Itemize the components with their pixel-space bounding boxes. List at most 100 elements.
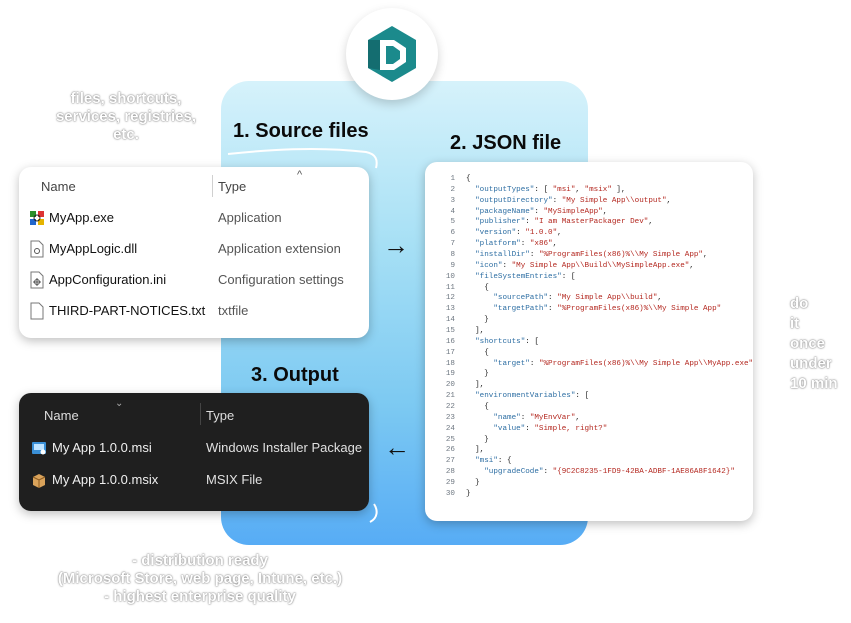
file-row[interactable]: My App 1.0.0.msi Windows Installer Packa… <box>19 433 369 463</box>
code-line[interactable]: 14 } <box>433 315 747 326</box>
code-line[interactable]: 17 { <box>433 348 747 359</box>
column-header-type[interactable]: Type <box>206 408 235 423</box>
code-view[interactable]: 1{2 "outputTypes": [ "msi", "msix" ],3 "… <box>433 174 753 515</box>
file-name: MyAppLogic.dll <box>49 241 138 256</box>
file-name: My App 1.0.0.msi <box>52 440 152 455</box>
json-editor-panel: 1{2 "outputTypes": [ "msi", "msix" ],3 "… <box>425 162 753 521</box>
column-header-name[interactable]: Name <box>44 408 79 423</box>
note-line: - distribution ready <box>132 552 268 569</box>
file-type: txtfile <box>218 303 249 318</box>
code-line[interactable]: 20 ], <box>433 380 747 391</box>
code-line[interactable]: 15 ], <box>433 326 747 337</box>
line-number: 18 <box>445 359 455 368</box>
file-row[interactable]: MyApp.exe Application <box>19 203 369 233</box>
code-text: } <box>466 489 471 498</box>
code-text: { <box>466 403 489 412</box>
code-line[interactable]: 23 "name": "MyEnvVar", <box>433 413 747 424</box>
code-line[interactable]: 3 "outputDirectory": "My Simple App\\out… <box>433 196 747 207</box>
code-text: ], <box>466 381 485 390</box>
code-line[interactable]: 28 "upgradeCode": "{9C2C8235-1FD9-42BA-A… <box>433 467 747 478</box>
code-line[interactable]: 5 "publisher": "I am MasterPackager Dev"… <box>433 217 747 228</box>
code-text: "msi": { <box>475 457 512 466</box>
column-header-type[interactable]: Type <box>218 179 247 194</box>
line-number: 15 <box>445 327 455 336</box>
code-line[interactable]: 29 } <box>433 478 747 489</box>
code-line[interactable]: 21 "environmentVariables": [ <box>433 391 747 402</box>
note-line: services, registries, <box>55 108 197 125</box>
note-line: etc. <box>113 126 139 143</box>
column-divider[interactable] <box>200 403 201 425</box>
line-number: 7 <box>450 240 455 249</box>
dll-file-icon <box>30 240 44 258</box>
code-text: "outputDirectory": "My Simple App\\outpu… <box>475 196 672 205</box>
code-line[interactable]: 16 "shortcuts": [ <box>433 337 747 348</box>
code-line[interactable]: 12 "sourcePath": "My Simple App\\build", <box>433 293 747 304</box>
file-row[interactable]: MyAppLogic.dll Application extension <box>19 234 369 264</box>
code-text: "target": "%ProgramFiles(x86)%\\My Simpl… <box>493 359 754 368</box>
file-name: MyApp.exe <box>49 210 115 225</box>
line-number: 6 <box>450 229 455 238</box>
code-line[interactable]: 24 "value": "Simple, right?" <box>433 424 747 435</box>
line-number: 28 <box>445 468 455 477</box>
file-name: My App 1.0.0.msix <box>52 472 159 487</box>
sort-chevron-down-icon[interactable]: ⌄ <box>115 398 124 409</box>
code-text: "upgradeCode": "{9C2C8235-1FD9-42BA-ADBF… <box>484 468 735 477</box>
code-line[interactable]: 30} <box>433 489 747 500</box>
code-line[interactable]: 26 ], <box>433 445 747 456</box>
text-file-icon <box>30 302 44 320</box>
code-line[interactable]: 9 "icon": "My Simple App\\Build\\MySimpl… <box>433 261 747 272</box>
code-line[interactable]: 2 "outputTypes": [ "msi", "msix" ], <box>433 185 747 196</box>
msi-package-icon <box>32 442 46 455</box>
code-text: } <box>466 435 489 444</box>
code-line[interactable]: 1{ <box>433 174 747 185</box>
code-line[interactable]: 18 "target": "%ProgramFiles(x86)%\\My Si… <box>433 359 753 370</box>
code-text: "platform": "x86", <box>475 240 558 249</box>
code-text: "version": "1.0.0", <box>475 229 562 238</box>
code-line[interactable]: 6 "version": "1.0.0", <box>433 228 747 239</box>
master-packager-logo-icon <box>368 26 416 82</box>
line-number: 16 <box>445 337 455 346</box>
file-row[interactable]: My App 1.0.0.msix MSIX File <box>19 465 369 495</box>
column-divider[interactable] <box>212 175 213 197</box>
file-row[interactable]: THIRD-PART-NOTICES.txt txtfile <box>19 296 369 326</box>
code-text: { <box>466 283 489 292</box>
file-row[interactable]: AppConfiguration.ini Configuration setti… <box>19 265 369 295</box>
column-header-name[interactable]: Name <box>41 179 76 194</box>
file-type: Windows Installer Package <box>206 440 363 455</box>
line-number: 3 <box>450 196 455 205</box>
code-line[interactable]: 10 "fileSystemEntries": [ <box>433 272 747 283</box>
line-number: 13 <box>445 305 455 314</box>
code-text: "name": "MyEnvVar", <box>493 413 580 422</box>
heading-output: 3. Output <box>251 364 339 386</box>
line-number: 4 <box>450 207 455 216</box>
source-description: files, shortcuts, services, registries, … <box>36 90 216 144</box>
sort-chevron-up-icon[interactable]: ^ <box>297 169 303 181</box>
right-note: do it once under 10 min <box>790 294 838 394</box>
code-line[interactable]: 7 "platform": "x86", <box>433 239 747 250</box>
code-text: "environmentVariables": [ <box>475 392 590 401</box>
bracket-squiggle <box>369 503 378 523</box>
line-number: 21 <box>445 392 455 401</box>
note-line: files, shortcuts, <box>70 90 182 107</box>
code-text: } <box>466 316 489 325</box>
note-line: under <box>790 355 832 372</box>
code-line[interactable]: 25 } <box>433 435 747 446</box>
output-description: - distribution ready (Microsoft Store, w… <box>20 552 380 606</box>
code-text: } <box>466 370 489 379</box>
code-text: ], <box>466 327 485 336</box>
code-text: { <box>466 175 471 183</box>
code-text: "sourcePath": "My Simple App\\build", <box>493 294 662 303</box>
ini-file-icon <box>30 271 44 289</box>
code-line[interactable]: 13 "targetPath": "%ProgramFiles(x86)%\\M… <box>433 304 747 315</box>
line-number: 27 <box>445 457 455 466</box>
line-number: 14 <box>445 316 455 325</box>
code-line[interactable]: 11 { <box>433 283 747 294</box>
code-line[interactable]: 8 "installDir": "%ProgramFiles(x86)%\\My… <box>433 250 747 261</box>
line-number: 11 <box>445 283 455 292</box>
code-line[interactable]: 4 "packageName": "MySimpleApp", <box>433 207 747 218</box>
code-line[interactable]: 22 { <box>433 402 747 413</box>
code-line[interactable]: 27 "msi": { <box>433 456 747 467</box>
note-line: it <box>790 315 800 332</box>
source-files-panel: Name Type ^ MyApp.exe Application MyAppL… <box>19 167 369 338</box>
code-line[interactable]: 19 } <box>433 369 747 380</box>
